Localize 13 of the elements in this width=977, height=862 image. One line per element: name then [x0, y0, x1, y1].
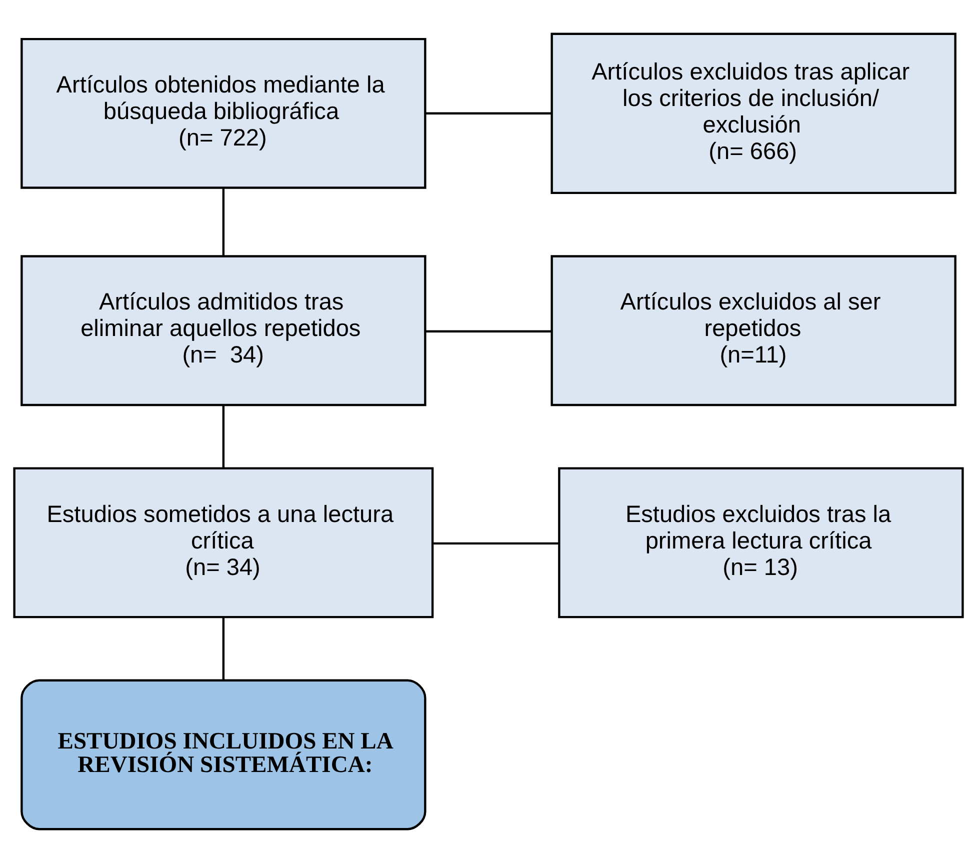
connector: [222, 188, 225, 256]
connector: [432, 542, 559, 544]
node-box: Artículos excluidos al ser repetidos (n=11): [550, 254, 956, 406]
connector: [425, 112, 552, 114]
node-box: Artículos admitidos tras eliminar aquellos repetidos (n= 34): [20, 254, 426, 406]
node-box: ESTUDIOS INCLUIDOS EN LA REVISIÓN SISTEMÁTICA:: [20, 678, 426, 830]
node-box: Estudios sometidos a una lectura crítica (n= 34): [13, 466, 434, 618]
connector: [222, 404, 225, 468]
connector: [425, 330, 552, 332]
node-box: Estudios excluidos tras la primera lectura crítica (n= 13): [558, 466, 964, 618]
connector: [222, 616, 225, 680]
node-box: Artículos obtenidos mediante la búsqueda bibliográfica (n= 722): [20, 37, 426, 188]
node-box: Artículos excluidos tras aplicar los criterios de inclusión/ exclusión (n= 666): [550, 32, 956, 194]
